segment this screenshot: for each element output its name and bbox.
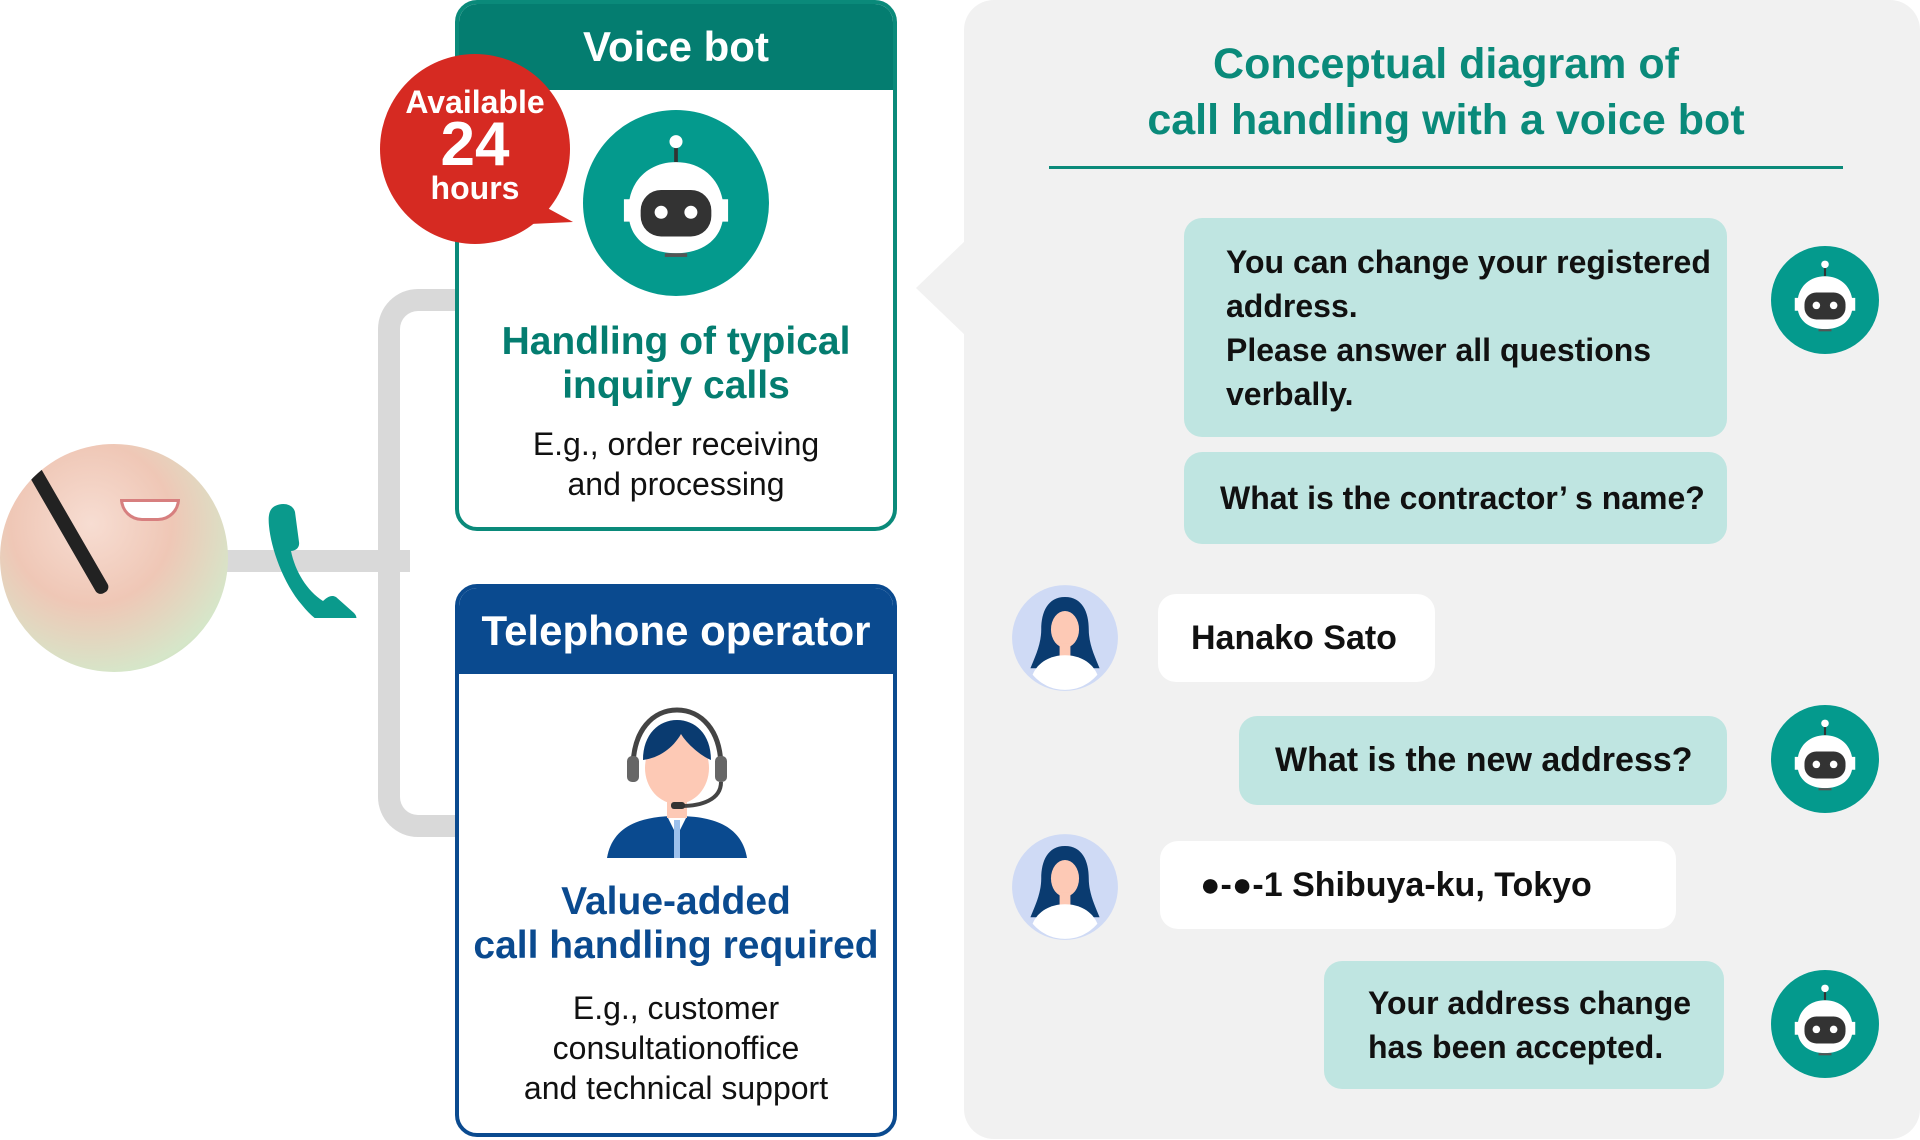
operator-example: E.g., customer consultationoffice and te… bbox=[523, 990, 829, 1106]
operator-title: Value-added call handling required bbox=[473, 880, 879, 967]
bot-avatar-icon bbox=[1771, 246, 1879, 354]
bot-message: What is the contractor’ s name? bbox=[1184, 452, 1727, 544]
bot-message: You can change your registered address. … bbox=[1184, 218, 1727, 437]
bot-avatar-icon bbox=[1771, 705, 1879, 813]
phone-icon bbox=[268, 504, 357, 618]
conversation-panel: Conceptual diagram of call handling with… bbox=[964, 0, 1920, 1139]
bot-avatar-icon bbox=[1771, 970, 1879, 1078]
voice-bot-card: Voice bot Handling of typical inquiry ca… bbox=[455, 0, 897, 531]
bot-message: What is the new address? bbox=[1239, 716, 1727, 805]
voice-bot-example: E.g., order receiving and processing bbox=[532, 426, 820, 502]
operator-headset-icon bbox=[607, 707, 747, 858]
connector-line bbox=[220, 550, 410, 572]
user-avatar-icon bbox=[1011, 584, 1119, 692]
caller-photo bbox=[0, 444, 228, 672]
connector-bracket bbox=[378, 289, 468, 837]
bot-message: Your address change has been accepted. bbox=[1324, 961, 1724, 1089]
operator-header: Telephone operator bbox=[459, 588, 893, 674]
panel-pointer bbox=[916, 240, 966, 336]
availability-badge: Available 24 hours bbox=[380, 54, 573, 244]
operator-card: Telephone operator Value-added call hand… bbox=[455, 584, 897, 1137]
robot-icon bbox=[583, 110, 769, 296]
title-underline bbox=[1049, 166, 1843, 169]
user-message: Hanako Sato bbox=[1158, 594, 1435, 682]
user-message: ●-●-1 Shibuya-ku, Tokyo bbox=[1160, 841, 1676, 929]
voice-bot-title: Handling of typical inquiry calls bbox=[501, 320, 851, 407]
panel-title: Conceptual diagram of call handling with… bbox=[1147, 40, 1745, 144]
user-avatar-icon bbox=[1011, 833, 1119, 941]
